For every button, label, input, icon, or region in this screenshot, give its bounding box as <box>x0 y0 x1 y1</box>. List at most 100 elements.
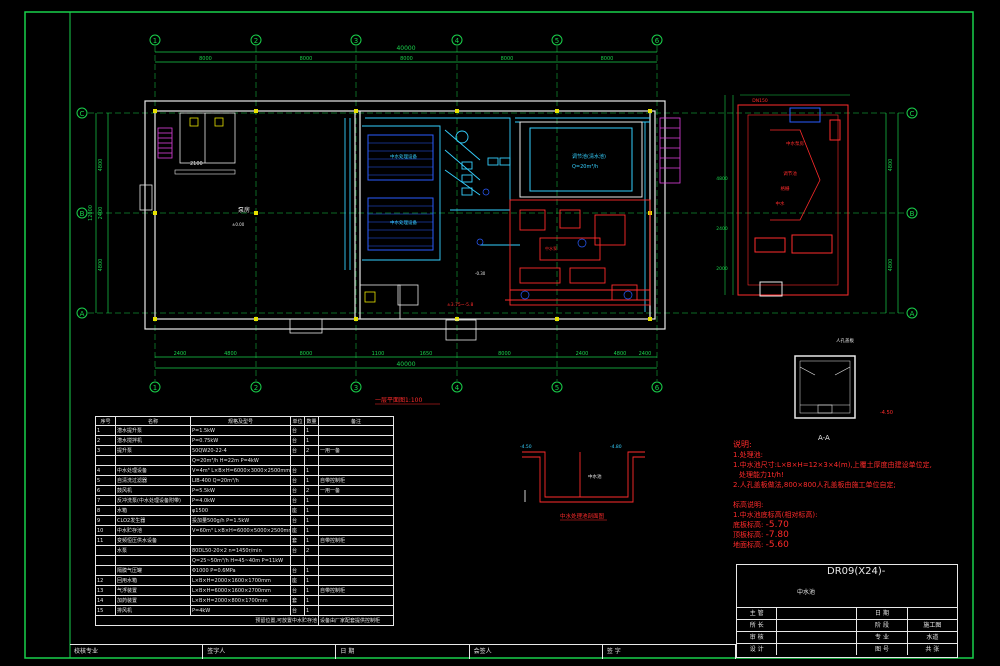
dim-top-segment: 8000 <box>601 56 614 62</box>
table-header-cell: 数量 <box>304 416 319 426</box>
pit-label: 中水池 <box>588 473 602 480</box>
column-marker <box>455 109 459 113</box>
dim-side-left-3: 4800 <box>98 259 104 272</box>
table-cell <box>115 555 191 566</box>
table-cell <box>95 555 116 566</box>
table-cell: Q=20m³/h H=22m P=4kW <box>190 455 291 466</box>
right-detail-section <box>724 94 850 297</box>
table-cell: 中水贮存池 <box>115 525 191 536</box>
table-cell: 80DL50-20×2 n=1450r/min <box>190 545 291 556</box>
notes-block: 说明: 1.处理池: 1.中水池尺寸:L×B×H=12×3×4(m),上覆土厚度… <box>733 440 963 550</box>
dim-top-segment: 8000 <box>300 56 313 62</box>
svg-text:B: B <box>80 210 85 218</box>
table-cell: 1 <box>304 515 319 526</box>
table-cell: 2 <box>304 545 319 556</box>
dim-side-left-total: 12000 <box>88 205 94 221</box>
entrance-step <box>289 318 323 334</box>
tank-capacity: Q=20m³/h <box>572 164 598 170</box>
table-cell: 自带控制柜 <box>318 585 394 596</box>
column-marker <box>648 317 652 321</box>
table-cell: 1 <box>304 465 319 476</box>
table-cell: CLO2发生器 <box>115 515 191 526</box>
table-cell <box>318 425 394 436</box>
table-cell: 潜水搅拌机 <box>115 435 191 446</box>
notes-elev2-value: -7.80 <box>765 530 789 540</box>
column-marker <box>555 109 559 113</box>
table-cell: Φ1000 P=0.6MPa <box>190 565 291 576</box>
table-cell: 套 <box>290 595 305 606</box>
notes-sub1: 1.处理池: <box>733 451 764 459</box>
title-block-cell: 审 核 <box>749 634 764 641</box>
pipes-cyan <box>344 117 650 312</box>
filter2-label: 中水处理设备 <box>390 219 417 226</box>
notes-line3: 2.人孔盖板做法,800×800人孔盖板由施工单位自定; <box>733 481 896 489</box>
title-block-cell: 水道 <box>906 632 957 643</box>
dim-bottom-segment: 1650 <box>420 351 433 357</box>
table-header-cell: 名称 <box>115 416 191 426</box>
table-cell: 1 <box>304 525 319 536</box>
toilet-rooms <box>179 112 236 164</box>
table-cell: 台 <box>290 605 305 616</box>
table-cell: P=1.5kW <box>190 425 291 436</box>
table-cell <box>318 465 394 476</box>
table-cell <box>318 495 394 506</box>
axis-6-top: 6 <box>655 37 660 45</box>
table-cell: 15 <box>95 605 116 616</box>
table-cell: 隔膜气压罐 <box>115 565 191 576</box>
table-cell: 1 <box>304 435 319 446</box>
notes-elev3-label: 地面标高: <box>733 541 764 549</box>
column-marker <box>153 317 157 321</box>
table-cell: LIB-400 Q=20m³/h <box>190 475 291 486</box>
dim-side-right-3: 4800 <box>888 259 894 272</box>
table-footer-row: 预留位置,可放置中水贮存池设备由厂家配套提供控制柜 <box>95 615 394 626</box>
title-block-cell: 共 张 <box>906 644 957 655</box>
table-cell: 一用一备 <box>318 485 394 496</box>
column-marker <box>254 109 258 113</box>
notes-line1: 1.中水池尺寸:L×B×H=12×3×4(m),上覆土厚度由建设单位定, <box>733 461 932 469</box>
table-footer-note: 设备由厂家配套提供控制柜 <box>318 615 394 626</box>
table-header-cell: 单位 <box>290 416 305 426</box>
pit-tag-2: -4.80 <box>610 444 622 450</box>
drawing-name: 中水池 <box>797 589 816 596</box>
title-block-cell: 日 期 <box>856 608 906 619</box>
notes-elev2-label: 顶板标高: <box>733 531 764 539</box>
column-marker <box>153 211 157 215</box>
svg-text:6: 6 <box>655 384 660 392</box>
table-cell: 1 <box>304 475 319 486</box>
table-cell: 一用一备 <box>318 445 394 456</box>
table-cell <box>304 455 319 466</box>
notes-elev3-value: -5.60 <box>765 540 789 550</box>
column-marker <box>354 317 358 321</box>
right-detail-label: 调节池 <box>783 170 797 177</box>
table-cell <box>95 545 116 556</box>
table-cell: P=0.75kW <box>190 435 291 446</box>
notes-elev1-value: -5.70 <box>765 520 789 530</box>
table-cell: 1 <box>95 425 116 436</box>
title-block-cell: 所 长 <box>749 622 764 629</box>
table-cell: 3 <box>95 445 116 456</box>
title-block-row: 审 核专 业水道 <box>737 631 957 643</box>
svg-text:A: A <box>80 310 85 318</box>
column-marker <box>555 317 559 321</box>
dim-bottom-segment: 4800 <box>614 351 627 357</box>
title-block-cell <box>776 620 856 631</box>
table-cell: V=60m³ L×B×H=6000×5000×2500mm <box>190 525 291 536</box>
title-block-grid: 主 管日 期所 长阶 段施工图审 核专 业水道设 计图 号共 张 <box>737 607 957 655</box>
notes-elev3: 地面标高: -5.60 <box>733 540 963 550</box>
table-cell <box>190 535 291 546</box>
table-cell: 套 <box>290 535 305 546</box>
table-cell: L×B×H=6000×1600×2700mm <box>190 585 291 596</box>
table-cell: 1 <box>304 585 319 596</box>
table-header-cell: 备注 <box>318 416 394 426</box>
dim-bottom-segment: 2400 <box>174 351 187 357</box>
stair-left <box>157 127 173 159</box>
